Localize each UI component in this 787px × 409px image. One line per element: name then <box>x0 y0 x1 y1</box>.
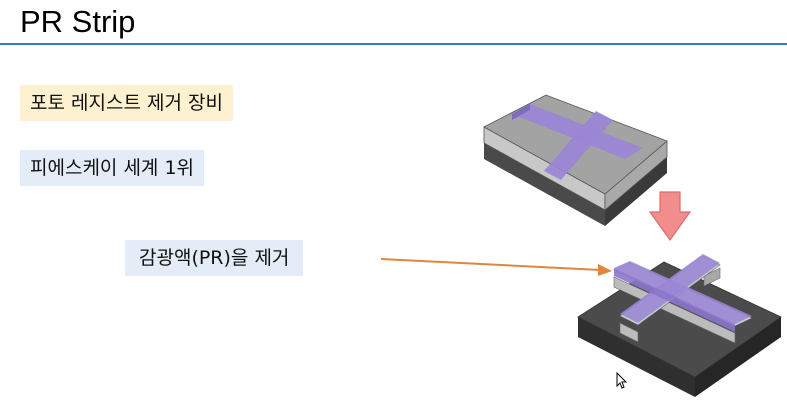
slide-title: PR Strip <box>20 4 136 39</box>
photoresist-cross-top <box>512 104 643 180</box>
callout-remove-pr: 감광액(PR)을 제거 <box>125 240 304 276</box>
wafer-before <box>483 94 668 226</box>
cursor-icon <box>616 371 628 389</box>
bullet-pr-strip-equipment: 포토 레지스트 제거 장비 <box>20 85 233 121</box>
wafer-after <box>577 254 782 397</box>
down-arrow-icon <box>648 191 692 242</box>
bullet-psk-world-first: 피에스케이 세계 1위 <box>20 150 205 186</box>
title-divider <box>0 43 787 45</box>
photoresist-cross-bottom <box>614 254 752 332</box>
callout-arrow <box>380 258 612 276</box>
